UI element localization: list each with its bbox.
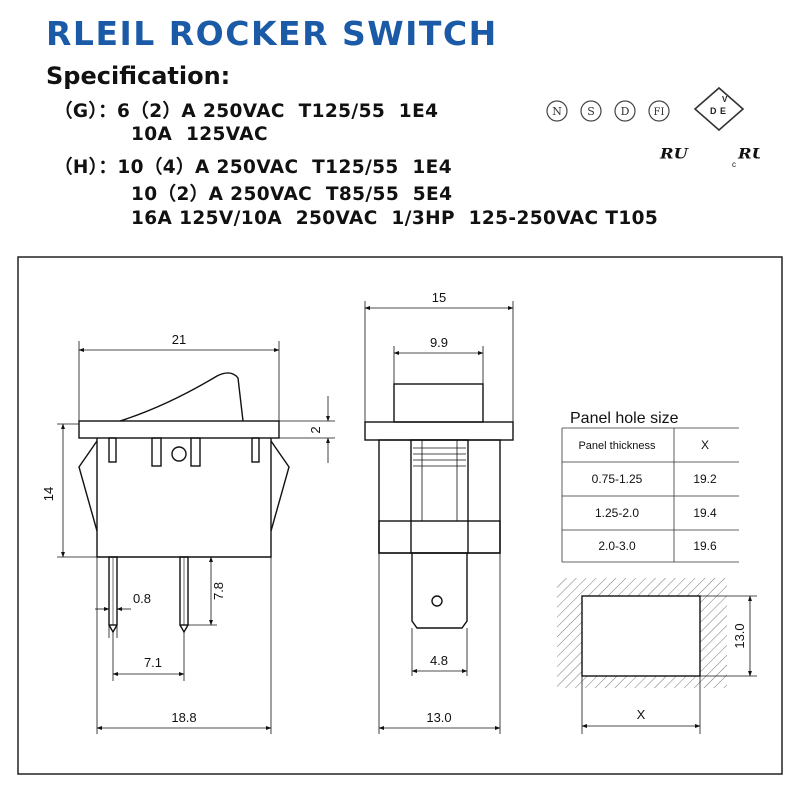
svg-text:S: S [587,105,595,118]
svg-text:N: N [552,105,562,118]
dim-side-width: 15 [432,290,446,305]
svg-text:c: c [732,160,736,169]
dim-cutout-height: 13.0 [732,623,747,648]
page-title: RLEIL ROCKER SWITCH [46,14,498,53]
certification-marks: N S D FI V D E ᴿᵁ c ᴿᵁ [546,86,760,174]
dim-cutout-width: X [637,707,646,722]
technical-drawing: 21 14 2 0.8 7.8 7.1 18.8 15 9.9 4.8 13.0… [17,256,783,775]
side-view [364,383,514,629]
panel-table-cell: 19.6 [693,539,717,553]
dim-actuator-width: 9.9 [430,335,448,350]
svg-text:ᴿᵁ: ᴿᵁ [737,144,760,174]
front-view [78,372,290,634]
svg-text:D: D [710,106,717,116]
dim-terminal-width: 4.8 [430,653,448,668]
panel-table-title: Panel hole size [570,410,679,427]
svg-text:D: D [621,105,630,118]
panel-table-cell: 2.0-3.0 [598,539,636,553]
semko-s-icon: S [580,100,602,122]
panel-table-cell: 19.2 [693,472,717,486]
spec-heading: Specification: [46,62,231,90]
dim-pin-length: 7.8 [211,582,226,600]
ul-icon: ᴿᵁ [659,144,690,174]
dim-front-thickness: 2 [308,426,323,433]
panel-table-cell: 1.25-2.0 [595,506,639,520]
spec-line-h2: 10（2）A 250VAC T85/55 5E4 [131,184,453,205]
svg-text:FI: FI [654,107,665,118]
svg-text:E: E [720,106,726,116]
svg-text:V: V [722,95,728,104]
vde-icon: V D E [693,86,745,132]
fimko-fi-icon: FI [648,100,670,122]
nemko-n-icon: N [546,100,568,122]
dim-front-width: 21 [172,332,186,347]
panel-table-header-x: X [701,438,709,452]
spec-line-g2: 10A 125VAC [131,124,268,145]
spec-line-h3: 16A 125V/10A 250VAC 1/3HP 125-250VAC T10… [131,208,659,229]
panel-table-header-thickness: Panel thickness [578,440,656,452]
dim-pin-width: 0.8 [133,591,151,606]
dim-front-height: 14 [41,487,56,501]
cul-icon: c ᴿᵁ [732,144,760,174]
drawing-frame [17,256,783,775]
dim-front-bottom-width: 18.8 [171,710,196,725]
dim-side-bottom-width: 13.0 [426,710,451,725]
panel-table-cell: 0.75-1.25 [592,472,643,486]
panel-hole-table: Panel hole size Panel thickness X 0.75-1… [561,410,739,563]
dim-pin-spacing: 7.1 [144,655,162,670]
demko-d-icon: D [614,100,636,122]
panel-table-cell: 19.4 [693,506,717,520]
spec-line-h: （H）：10（4）A 250VAC T125/55 1E4 [54,157,452,178]
svg-text:ᴿᵁ: ᴿᵁ [659,144,690,174]
panel-cutout [557,578,727,688]
spec-line-g: （G）：6（2）A 250VAC T125/55 1E4 [54,101,439,122]
